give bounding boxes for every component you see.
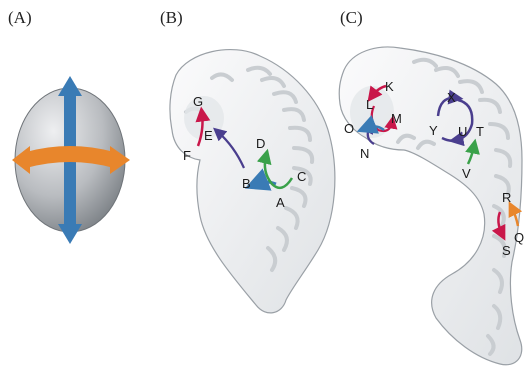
panel-a: (A): [8, 8, 130, 244]
panel-c: (C): [339, 8, 524, 365]
label-d: D: [256, 136, 265, 151]
label-x: X: [447, 90, 456, 105]
label-k: K: [385, 79, 394, 94]
label-c: C: [297, 169, 306, 184]
panel-b: (B) A B C D E F: [160, 8, 335, 313]
label-f: F: [183, 148, 191, 163]
label-a: A: [276, 195, 285, 210]
label-q: Q: [514, 230, 524, 245]
label-u: U: [458, 124, 467, 139]
label-s: S: [502, 243, 511, 258]
label-r: R: [502, 190, 511, 205]
label-g: G: [193, 94, 203, 109]
label-e: E: [204, 128, 213, 143]
label-o: O: [344, 121, 354, 136]
label-n: N: [360, 146, 369, 161]
panel-c-label: (C): [340, 8, 363, 27]
panel-b-label: (B): [160, 8, 183, 27]
label-l: L: [366, 97, 373, 112]
label-m: M: [391, 111, 402, 126]
panel-a-label: (A): [8, 8, 32, 27]
label-t: T: [476, 124, 484, 139]
label-b: B: [242, 176, 251, 191]
label-y: Y: [429, 123, 438, 138]
label-v: V: [462, 166, 471, 181]
